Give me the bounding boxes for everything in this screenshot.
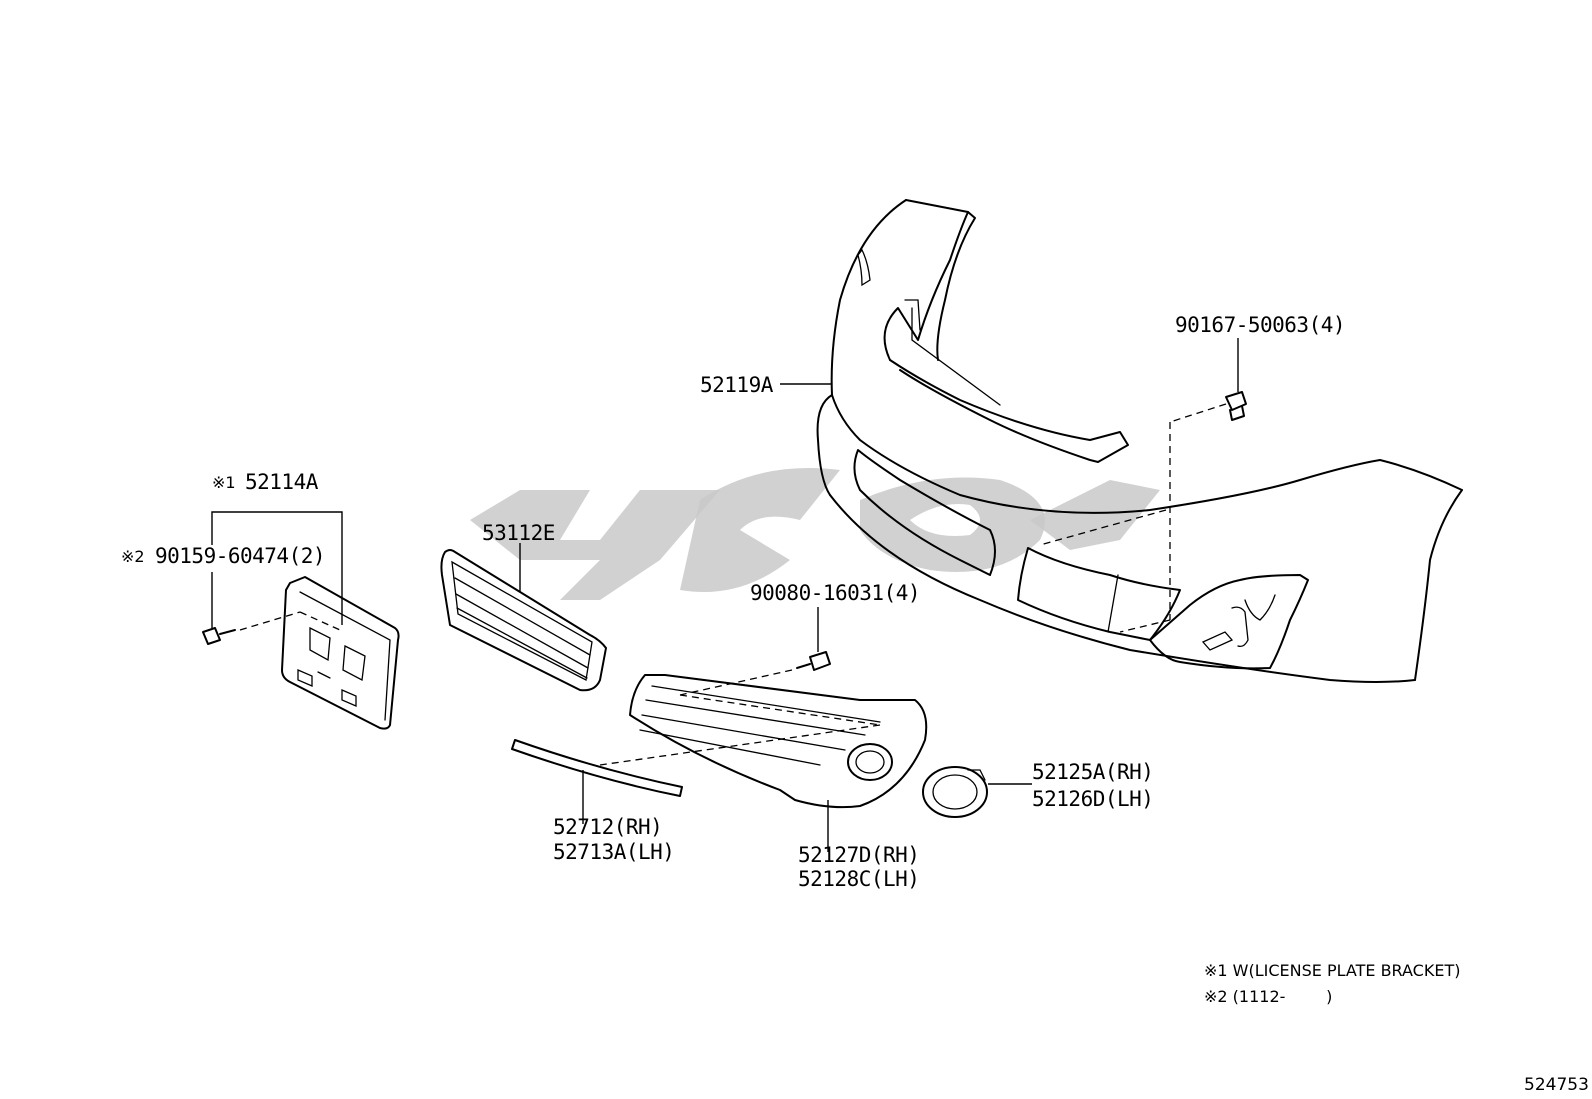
footnote-2: ※2 (1112- ): [1204, 987, 1332, 1006]
label-90159-60474: 90159-60474(2): [155, 544, 325, 568]
note-mark-2: ※2: [121, 547, 145, 566]
leader-lines: [211, 338, 1239, 852]
label-52119A: 52119A: [700, 373, 774, 397]
screw-90159-60474: [202, 611, 341, 645]
label-90167-50063: 90167-50063(4): [1175, 313, 1345, 337]
bumper-cover-52119A: [816, 199, 1463, 683]
label-90080-16031: 90080-16031(4): [750, 581, 920, 605]
footnote-1: ※1 W(LICENSE PLATE BRACKET): [1204, 961, 1460, 980]
fog-ring-52125A: [922, 766, 988, 818]
label-52114A: 52114A: [245, 470, 319, 494]
label-52125A: 52125A(RH): [1032, 760, 1153, 784]
upper-grille-53112E: [440, 549, 607, 692]
illustration-reference-number: 524753: [1524, 1075, 1589, 1095]
clip-90167-50063: [1039, 391, 1247, 633]
label-52128C: 52128C(LH): [798, 867, 919, 891]
watermark-logo: [470, 468, 1160, 600]
license-plate-bracket-52114A: [281, 576, 400, 730]
label-52126D: 52126D(LH): [1032, 787, 1153, 811]
label-52712: 52712(RH): [553, 815, 662, 839]
label-52713A: 52713A(LH): [553, 840, 674, 864]
lower-grille-52127D: [629, 674, 928, 809]
label-52127D: 52127D(RH): [798, 843, 919, 867]
label-53112E: 53112E: [482, 521, 555, 545]
molding-52712: [511, 739, 683, 797]
clip-90080-16031: [599, 651, 881, 766]
note-mark-1: ※1: [212, 473, 236, 492]
